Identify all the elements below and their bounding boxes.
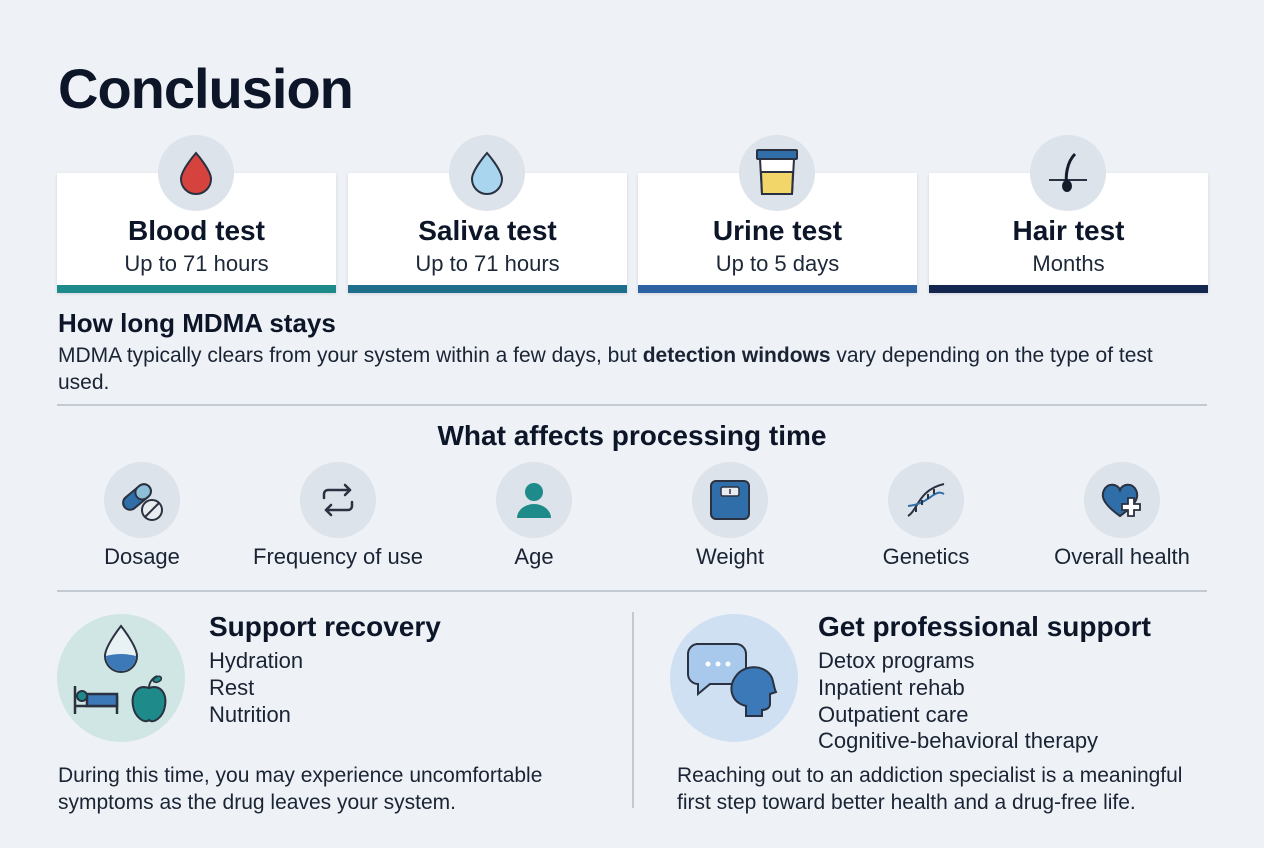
person-icon bbox=[496, 462, 572, 538]
factors-heading: What affects processing time bbox=[437, 420, 827, 451]
scale-icon bbox=[692, 462, 768, 538]
pill-icon bbox=[104, 462, 180, 538]
factor-label: Frequency of use bbox=[253, 544, 423, 569]
stays-text-after: vary depending on the type of test used. bbox=[58, 344, 1153, 394]
recovery-note: During this time, you may experience unc… bbox=[58, 764, 543, 814]
factor-label: Overall health bbox=[1054, 544, 1190, 569]
professional-illustration bbox=[670, 614, 798, 742]
factor-label: Age bbox=[514, 544, 554, 569]
head-profile-icon bbox=[730, 666, 778, 717]
urine-cup-icon bbox=[739, 135, 815, 211]
stays-heading: How long MDMA stays bbox=[58, 308, 336, 338]
saliva-test-card: Saliva test Up to 71 hours bbox=[348, 173, 627, 293]
card-title: Blood test bbox=[128, 215, 265, 246]
bed-icon bbox=[73, 686, 119, 714]
hair-follicle-icon bbox=[1030, 135, 1106, 211]
professional-heading: Get professional support bbox=[818, 611, 1151, 642]
divider bbox=[57, 590, 1207, 592]
professional-item: Cognitive-behavioral therapy bbox=[818, 728, 1099, 753]
professional-item: Inpatient rehab bbox=[818, 675, 965, 700]
professional-note: Reaching out to an addiction specialist … bbox=[677, 764, 1183, 814]
card-subtitle: Up to 5 days bbox=[715, 251, 840, 276]
card-accent-bar bbox=[348, 285, 627, 293]
factor-label: Dosage bbox=[104, 544, 180, 569]
factor-label: Weight bbox=[695, 544, 765, 569]
stays-text-before: MDMA typically clears from your system w… bbox=[58, 344, 643, 367]
urine-test-card: Urine test Up to 5 days bbox=[638, 173, 917, 293]
page-title: Conclusion bbox=[58, 57, 354, 120]
card-title: Saliva test bbox=[418, 215, 557, 246]
heart-plus-icon bbox=[1084, 462, 1160, 538]
stays-paragraph: MDMA typically clears from your system w… bbox=[58, 342, 1158, 396]
recovery-item: Nutrition bbox=[209, 702, 291, 727]
recovery-item: Hydration bbox=[209, 648, 304, 673]
blood-drop-icon bbox=[158, 135, 234, 211]
saliva-drop-icon bbox=[449, 135, 525, 211]
stays-text-bold: detection windows bbox=[642, 344, 831, 367]
factor-label: Genetics bbox=[882, 544, 970, 569]
card-accent-bar bbox=[929, 285, 1208, 293]
card-title: Urine test bbox=[712, 215, 843, 246]
card-subtitle: Up to 71 hours bbox=[124, 251, 269, 276]
card-subtitle: Months bbox=[1032, 251, 1105, 276]
card-accent-bar bbox=[57, 285, 336, 293]
professional-item: Detox programs bbox=[818, 648, 975, 673]
repeat-icon bbox=[300, 462, 376, 538]
recovery-item: Rest bbox=[209, 675, 255, 700]
divider bbox=[57, 404, 1207, 406]
vertical-divider bbox=[632, 612, 634, 808]
apple-icon bbox=[131, 675, 167, 723]
card-accent-bar bbox=[638, 285, 917, 293]
dna-icon bbox=[888, 462, 964, 538]
professional-item: Outpatient care bbox=[818, 702, 969, 727]
card-subtitle: Up to 71 hours bbox=[415, 251, 560, 276]
speech-bubble-icon bbox=[687, 643, 747, 697]
recovery-illustration bbox=[57, 614, 185, 742]
card-title: Hair test bbox=[1012, 215, 1125, 246]
recovery-heading: Support recovery bbox=[209, 611, 441, 642]
